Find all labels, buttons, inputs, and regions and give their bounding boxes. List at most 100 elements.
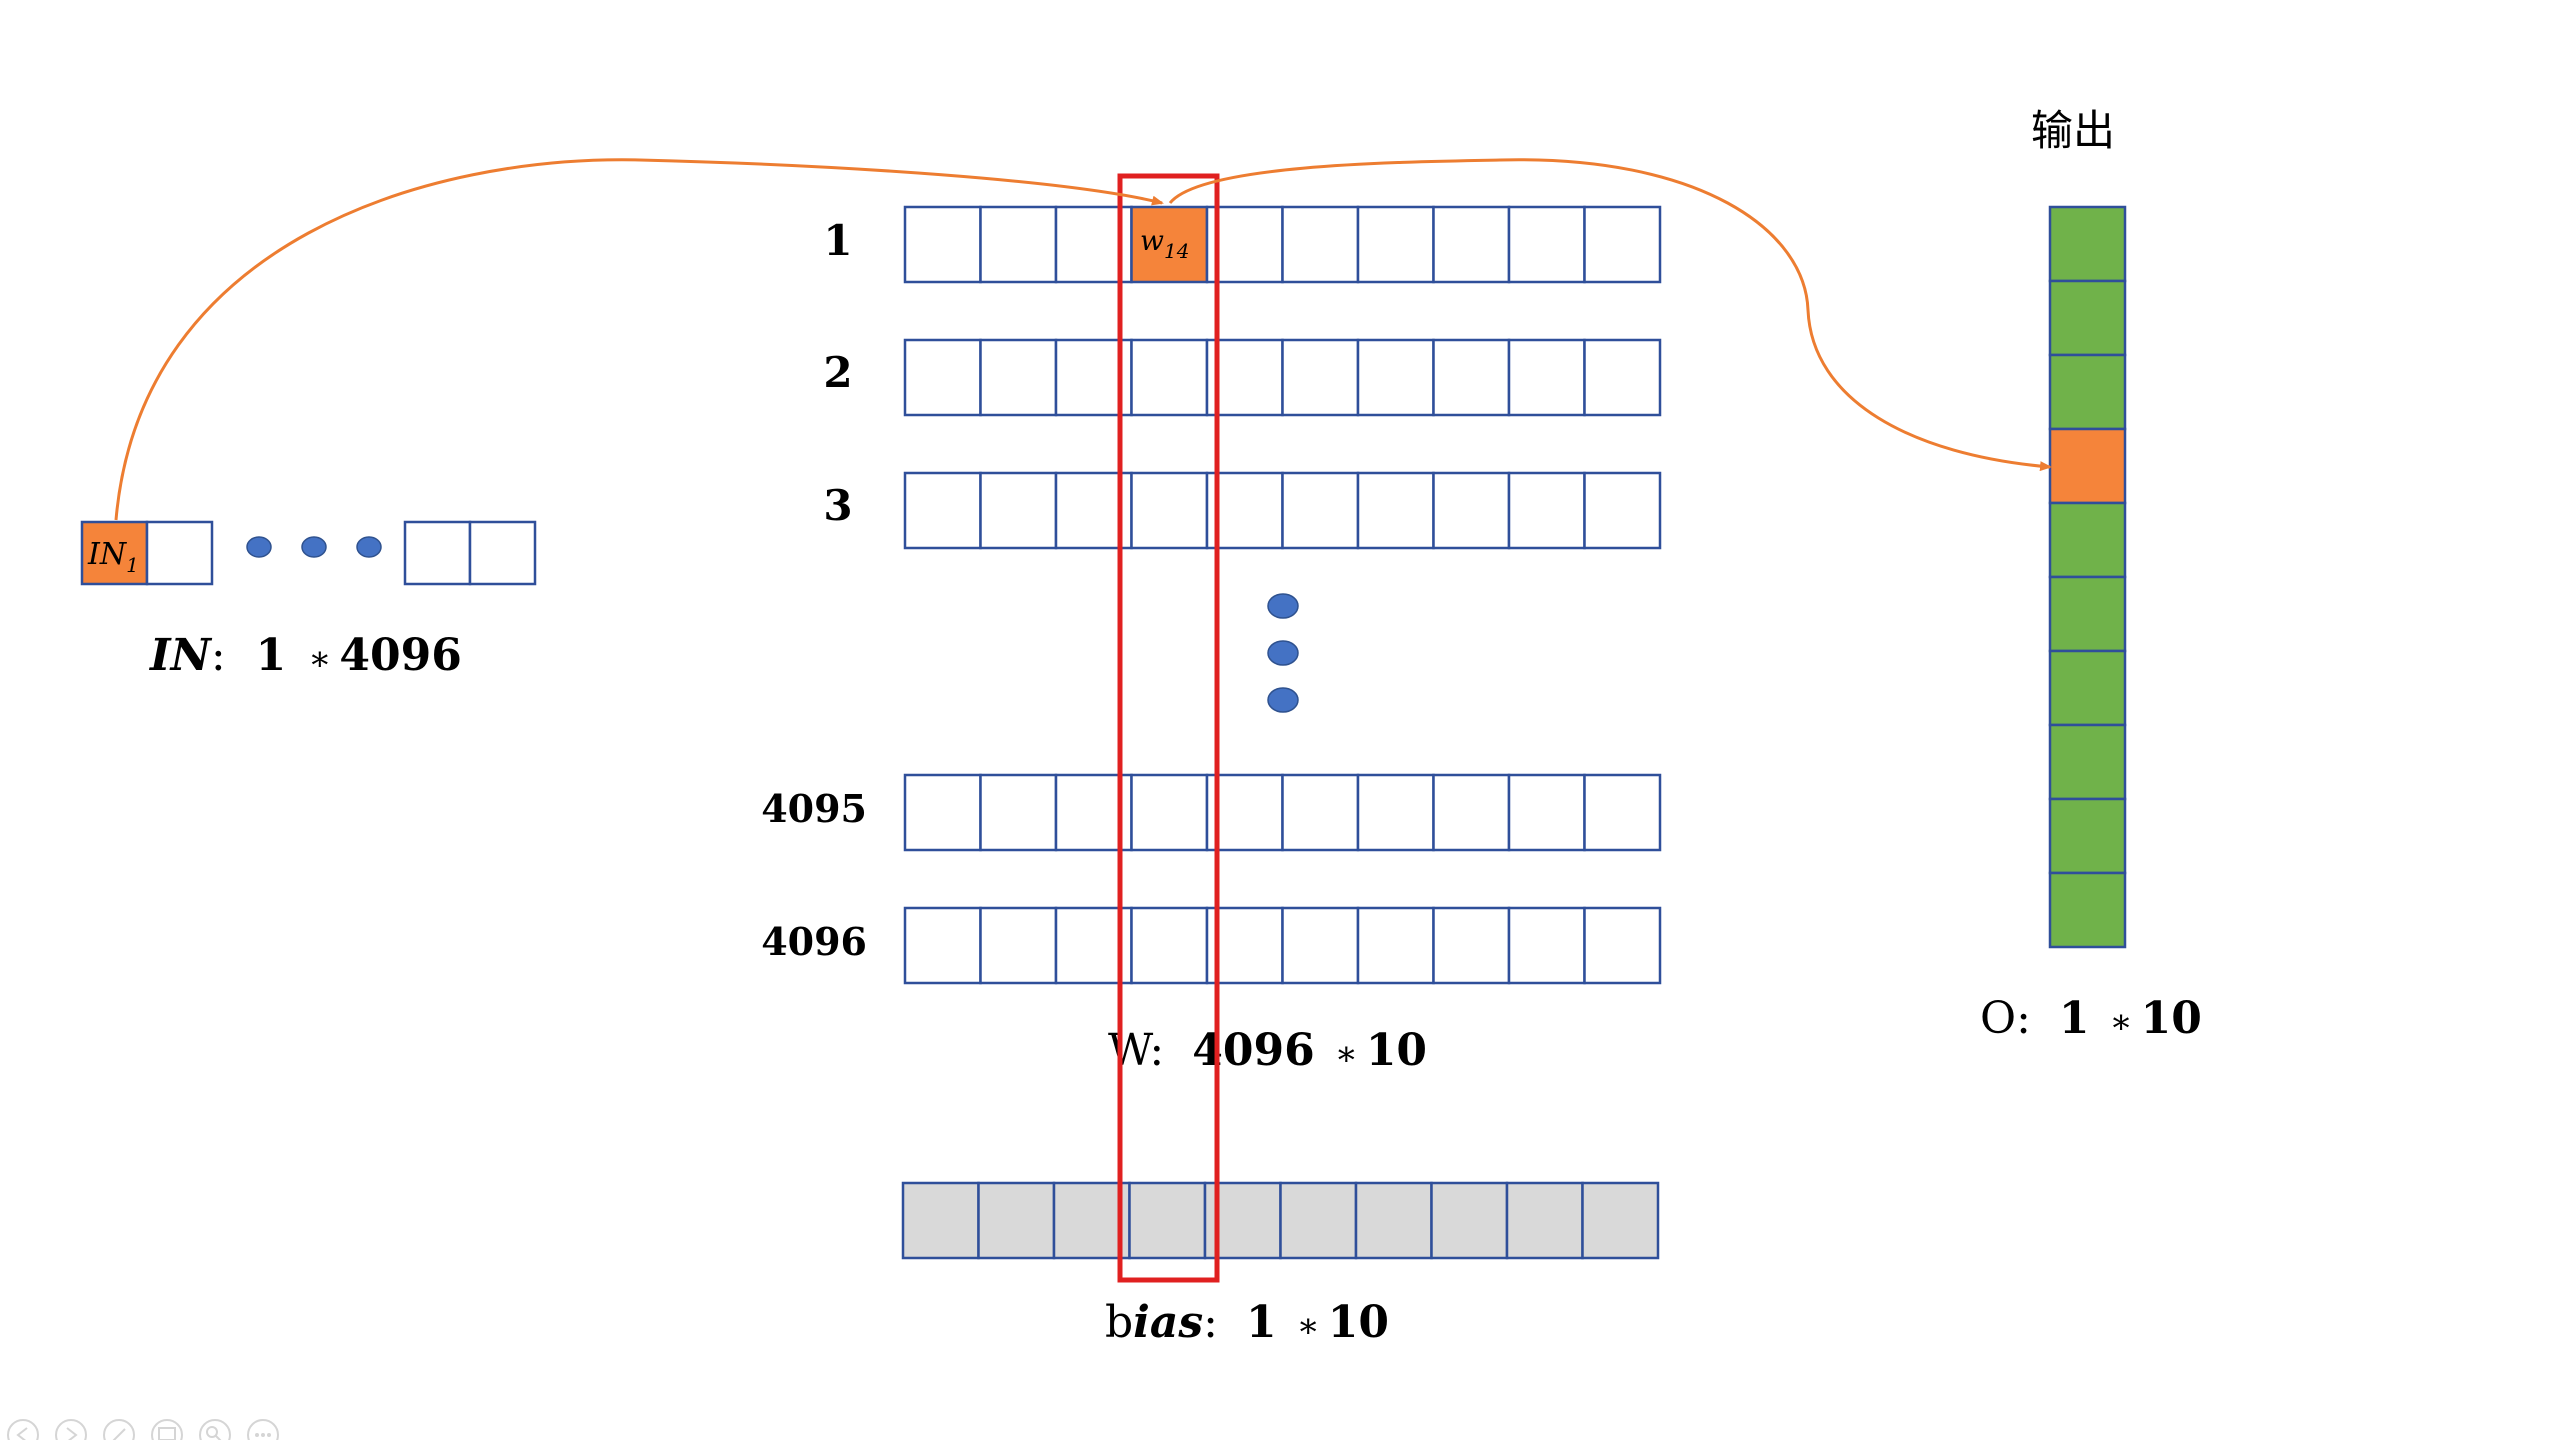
weight-cell [1432,205,1511,284]
weight-cell [1356,906,1435,985]
ellipsis-dot [301,536,327,558]
bias-cell [1052,1181,1131,1260]
weight-cell [1583,906,1662,985]
prev-icon[interactable] [7,1419,39,1440]
output-dim-label: O:1∗10 [1980,993,2202,1044]
vertical-ellipsis [1267,593,1299,713]
weight-cell [1281,906,1360,985]
presentation-toolbar [7,1419,279,1440]
input-first-cell-label: IN1 [87,537,139,577]
weight-cell [1281,338,1360,417]
weight-cell [1432,471,1511,550]
ellipsis-dot [1267,687,1299,713]
zoom-icon[interactable] [199,1419,231,1440]
bias-vector [901,1181,1660,1260]
weight-cell [979,773,1058,852]
output-cell [2048,501,2127,579]
row-label-3: 3 [823,481,852,530]
weight-cell [1356,773,1435,852]
weight-cell [1356,471,1435,550]
weight-cell [1507,338,1586,417]
bias-cell [1128,1181,1207,1260]
weight-cell [903,338,982,417]
weight-matrix [903,205,1662,985]
bias-cell [1505,1181,1584,1260]
weight-cell [1507,773,1586,852]
bias-cell [977,1181,1056,1260]
weight-cell [1583,773,1662,852]
weight-cell [1583,205,1662,284]
input-to-weight-arrow [114,158,1164,521]
column-highlight-rect [1117,173,1220,1283]
weight-cell [903,471,982,550]
more-icon[interactable] [247,1419,279,1440]
weight-cell [1281,205,1360,284]
bias-cell [1581,1181,1660,1260]
pen-icon[interactable] [103,1419,135,1440]
row-label-4095: 4095 [761,786,867,831]
output-cell [2048,353,2127,431]
weight-dim-label: W:4096∗10 [1108,1025,1427,1076]
ellipsis-dot [1267,640,1299,666]
weight-cell [1356,338,1435,417]
weight-cell [1507,205,1586,284]
weight-to-output-arrow [1168,158,2052,472]
weight-cell [1205,471,1284,550]
weight-cell [1281,773,1360,852]
weight-cell [1205,906,1284,985]
output-cell [2048,723,2127,801]
output-title: 输出 [2031,106,2115,155]
weight-cell [1432,906,1511,985]
weight-cell [903,906,982,985]
input-cell [403,520,472,586]
output-cell-highlight [2048,427,2127,505]
input-cell [145,520,214,586]
weight-row-labels: 1 2 3 4095 4096 [761,216,867,964]
ellipsis-dot [246,536,272,558]
input-dim-label: IN:1∗4096 [148,630,462,681]
weight-cell [903,773,982,852]
weight-cell [1130,471,1209,550]
weight-cell [1432,338,1511,417]
weight-highlight-label: w14 [1140,224,1189,263]
output-cell [2048,871,2127,949]
ellipsis-dot [356,536,382,558]
horizontal-ellipsis [246,536,382,558]
bias-cell [1430,1181,1509,1260]
ellipsis-dot [1267,593,1299,619]
weight-cell [979,906,1058,985]
weight-cell [1507,471,1586,550]
weight-cell [1130,906,1209,985]
output-cell [2048,279,2127,357]
weight-cell [1356,205,1435,284]
output-vector [2048,205,2127,949]
output-cell [2048,205,2127,283]
weight-cell [979,471,1058,550]
weight-cell [1432,773,1511,852]
output-cell [2048,575,2127,653]
input-vector [80,520,537,586]
weight-cell [903,205,982,284]
slides-icon[interactable] [151,1419,183,1440]
weight-cell [1507,906,1586,985]
bias-cell [1279,1181,1358,1260]
bias-cell [1354,1181,1433,1260]
weight-cell [979,338,1058,417]
output-cell [2048,797,2127,875]
row-label-4096: 4096 [761,919,867,964]
output-cell [2048,649,2127,727]
weight-cell [1130,338,1209,417]
weight-cell [1205,773,1284,852]
next-icon[interactable] [55,1419,87,1440]
weight-cell [979,205,1058,284]
row-label-1: 1 [823,216,852,265]
row-label-2: 2 [823,348,852,397]
weight-cell [1130,773,1209,852]
bias-dim-label: bias:1∗10 [1105,1297,1389,1348]
weight-cell [1281,471,1360,550]
bias-cell [901,1181,980,1260]
weight-cell [1583,338,1662,417]
weight-cell [1583,471,1662,550]
weight-cell [1205,205,1284,284]
